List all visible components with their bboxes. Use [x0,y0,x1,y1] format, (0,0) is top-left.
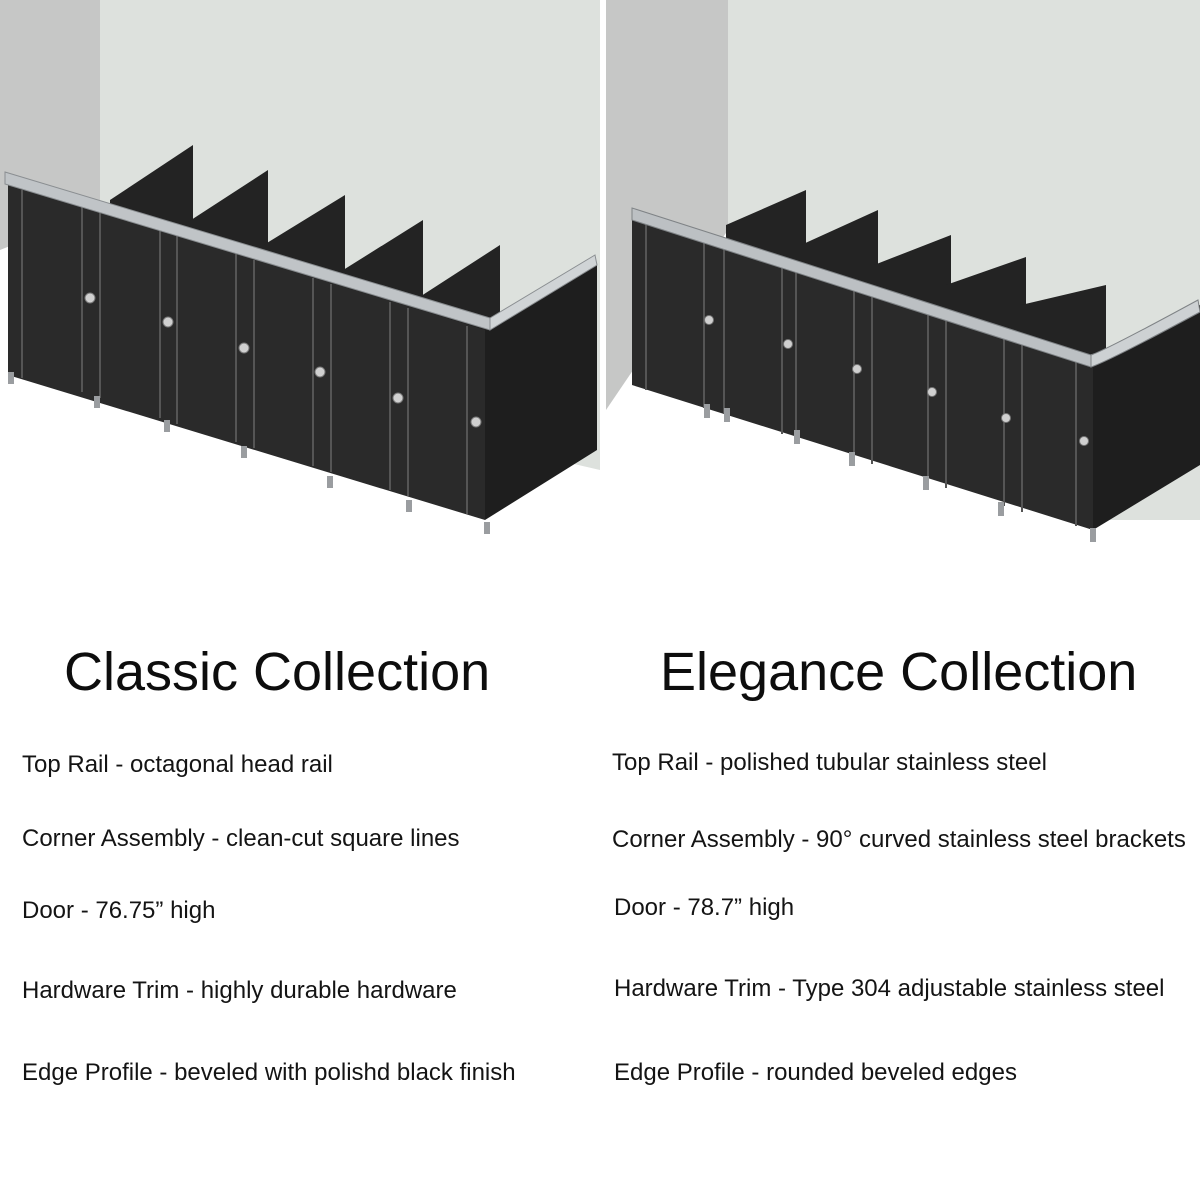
door-seams [21,190,468,514]
pedestal-feet [8,372,490,534]
classic-spec-hardware-trim: Hardware Trim - highly durable hardware [22,977,457,1004]
door-seams [645,222,1077,526]
end-panel [485,265,597,520]
end-panel [1093,305,1200,530]
elegance-spec-corner-assembly: Corner Assembly - 90° curved stainless s… [612,826,1186,853]
pedestal-feet [704,404,1096,542]
elegance-spec-door: Door - 78.7” high [614,894,795,921]
classic-collection-title: Classic Collection [64,642,491,702]
front-panels [632,215,1093,530]
classic-spec-corner-assembly: Corner Assembly - clean-cut square lines [22,825,460,852]
panel-divider [600,0,606,470]
door-latches [704,315,1089,446]
classic-spec-edge-profile: Edge Profile - beveled with polishd blac… [22,1059,516,1086]
classic-spec-top-rail: Top Rail - octagonal head rail [22,751,333,778]
elegance-spec-edge-profile: Edge Profile - rounded beveled edges [614,1059,1017,1086]
elegance-collection-title: Elegance Collection [660,642,1138,702]
elegance-spec-top-rail: Top Rail - polished tubular stainless st… [612,749,1047,776]
head-rail-return [489,254,598,331]
elegance-spec-hardware-trim: Hardware Trim - Type 304 adjustable stai… [614,975,1165,1002]
classic-partitions-illustration [0,0,600,545]
classic-spec-door: Door - 76.75” high [22,897,216,924]
door-latches [84,292,482,428]
elegance-partitions-illustration [606,0,1200,545]
